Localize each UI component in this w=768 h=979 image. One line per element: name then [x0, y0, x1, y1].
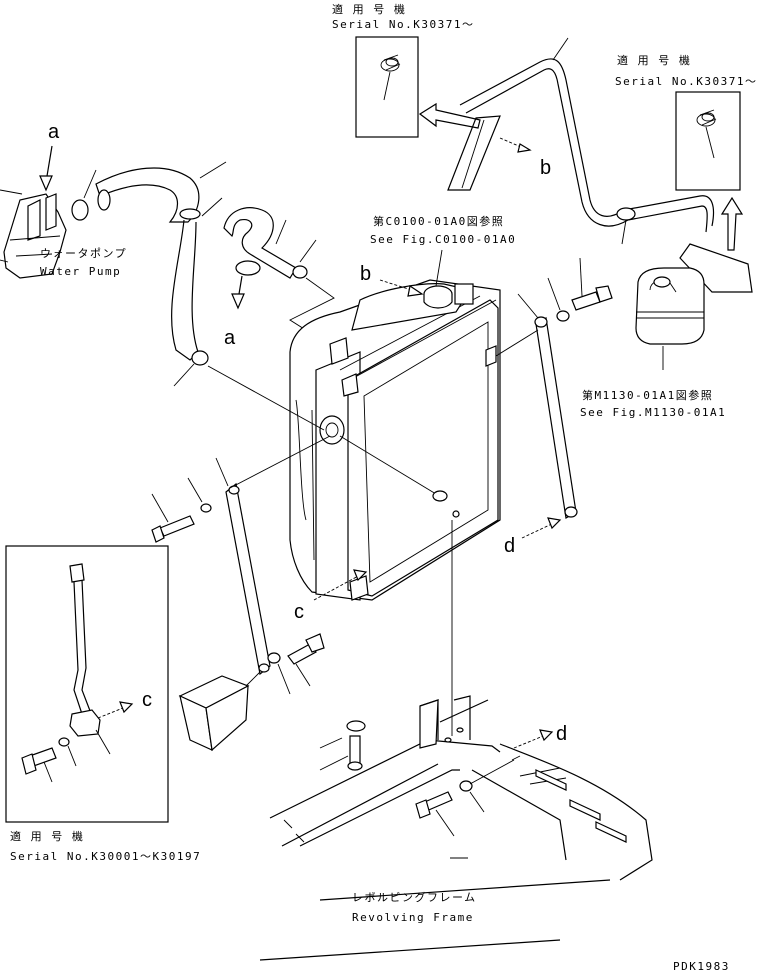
ref-radiator-en: See Fig.C0100-01A0 — [370, 233, 516, 246]
arrow-icon — [231, 275, 245, 310]
water-pump-en: Water Pump — [40, 265, 121, 278]
support-bracket — [178, 675, 250, 752]
drawing-code: PDK1983 — [673, 960, 730, 973]
inset-box-top-right — [675, 91, 741, 191]
drain-plug-icon — [432, 490, 448, 502]
revolving-frame-jp: レボルビングフレーム — [352, 890, 477, 904]
washer-right-upper — [547, 277, 570, 322]
arrow-icon — [97, 701, 134, 719]
stay-right — [517, 293, 578, 519]
bolt-right-upper — [571, 257, 613, 311]
hose-clamp-icon — [380, 54, 401, 101]
arrow-icon — [517, 143, 532, 153]
washer-left-lower — [267, 652, 291, 695]
upper-radiator-hose — [223, 207, 317, 279]
serial-note-bottom-left-en: Serial No.K30001～K30197 — [10, 850, 201, 863]
washer-left-upper — [187, 477, 212, 513]
arrow-icon — [39, 145, 53, 192]
bracket-icon — [341, 373, 359, 397]
callout-c-radiator: c — [294, 601, 304, 623]
overflow-tube — [459, 37, 715, 245]
reservoir-tank — [635, 267, 705, 370]
callout-b-cap: b — [360, 263, 371, 285]
leader-line — [495, 329, 539, 357]
leader-line — [229, 435, 331, 489]
radiator-cap — [423, 249, 453, 309]
serial-note-top-center-en: Serial No.K30371～ — [332, 18, 474, 31]
arrow-icon — [313, 569, 368, 601]
arrow-icon — [418, 102, 481, 129]
tube-bracket-upper — [418, 102, 532, 191]
hose-clamp-lower — [173, 350, 209, 387]
radiator — [289, 279, 501, 601]
bolt-left-upper — [151, 493, 195, 543]
bolt-frame-right — [415, 780, 485, 837]
serial-note-top-right-en: Serial No.K30371～ — [615, 75, 757, 88]
ref-radiator-jp: 第C0100-01A0図参照 — [373, 214, 504, 228]
leader-line — [245, 671, 261, 687]
leader-line — [207, 365, 325, 431]
callout-a-mid: a — [224, 327, 236, 349]
water-pump-jp: ウォータポンプ — [40, 247, 127, 260]
callout-a-top: a — [48, 121, 60, 143]
ref-tank-jp: 第M1130-01A1図参照 — [582, 388, 713, 402]
inset-box-bottom-left — [5, 545, 169, 823]
serial-note-top-center: 適 用 号 機 Serial No.K30371～ — [332, 2, 474, 138]
callout-d-stay: d — [504, 535, 515, 557]
callout-c-inset: c — [142, 689, 152, 711]
revolving-frame — [259, 695, 653, 961]
arrow-icon — [513, 729, 554, 749]
leader-line — [469, 759, 515, 785]
arrow-icon — [379, 279, 424, 297]
water-pump — [0, 189, 67, 279]
serial-note-top-right-jp: 適 用 号 機 — [617, 53, 691, 67]
ref-tank-en: See Fig.M1130-01A1 — [580, 406, 726, 419]
serial-note-bottom-left-jp: 適 用 号 機 — [10, 829, 84, 843]
callout-d-frame: d — [556, 723, 567, 745]
inset-box-top-center — [355, 36, 419, 138]
arrow-icon — [521, 517, 562, 539]
bolt-frame-left — [319, 720, 366, 771]
hose-clamp-pump — [71, 169, 97, 221]
tube-bracket-right — [679, 196, 753, 293]
bolt-left-lower — [287, 633, 325, 687]
tube-clamp-icon — [616, 207, 636, 221]
serial-note-top-center-jp: 適 用 号 機 — [332, 2, 406, 16]
lower-radiator-hose — [95, 161, 227, 361]
serial-note-top-right: 適 用 号 機 Serial No.K30371～ — [615, 53, 757, 191]
callout-b-upper: b — [540, 157, 551, 179]
arrow-icon — [720, 196, 744, 251]
leader-line — [511, 755, 521, 761]
revolving-frame-en: Revolving Frame — [352, 911, 474, 924]
stay-left — [215, 457, 271, 676]
hose-clamp-icon — [696, 109, 717, 159]
leader-line — [339, 435, 437, 495]
